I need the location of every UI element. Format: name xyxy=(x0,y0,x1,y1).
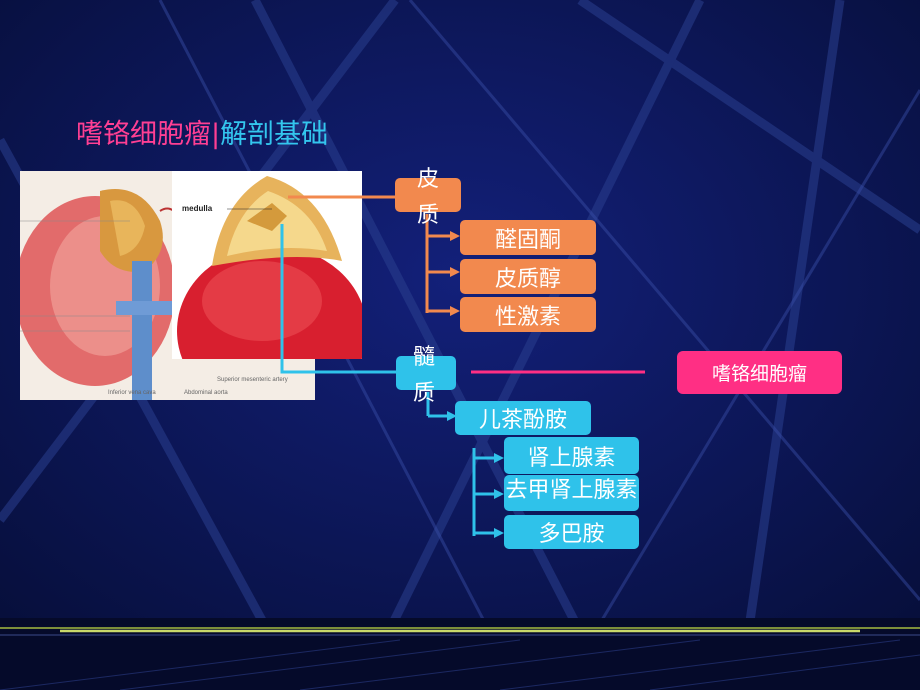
caption-inferior-vena-cava: Inferior vena cava xyxy=(108,390,156,396)
catecholamine-norepinephrine: 去甲肾上腺素 xyxy=(504,475,639,511)
medulla-node-label: 髓 质 xyxy=(406,340,442,412)
cortex-label: 皮 质 xyxy=(410,162,446,234)
adrenal-cross-section-illustration: medulla xyxy=(172,171,362,359)
cortex-hormone-aldosterone: 醛固酮 xyxy=(460,220,596,255)
catecholamine-category: 儿茶酚胺 xyxy=(455,401,591,435)
title-separator: | xyxy=(211,119,221,150)
caption-superior-mesenteric-artery: Superior mesenteric artery xyxy=(217,377,288,383)
catecholamine-epinephrine: 肾上腺素 xyxy=(504,437,639,474)
cortex-hormone-sex-hormones: 性激素 xyxy=(460,297,596,332)
medulla-label: medulla xyxy=(182,204,213,213)
cortex-hormone-cortisol: 皮质醇 xyxy=(460,259,596,294)
title-part1: 嗜铬细胞瘤 xyxy=(76,119,211,150)
catecholamine-dopamine: 多巴胺 xyxy=(504,515,639,549)
pheochromocytoma-node: 嗜铬细胞瘤 xyxy=(677,351,842,394)
medulla-label-line2: 质 xyxy=(412,381,435,406)
cortex-label-line1: 皮 xyxy=(416,167,439,192)
medulla-label-line1: 髓 xyxy=(412,345,435,370)
cortex-node xyxy=(395,178,461,212)
slide-title: 嗜铬细胞瘤|解剖基础 xyxy=(76,112,328,151)
medulla-node xyxy=(396,356,456,390)
kidney-adrenal-illustration: Superior mesenteric artery Inferior vena… xyxy=(20,171,315,400)
title-part2: 解剖基础 xyxy=(220,119,329,150)
cortex-label-line2: 质 xyxy=(416,203,439,228)
caption-abdominal-aorta: Abdominal aorta xyxy=(184,390,228,396)
